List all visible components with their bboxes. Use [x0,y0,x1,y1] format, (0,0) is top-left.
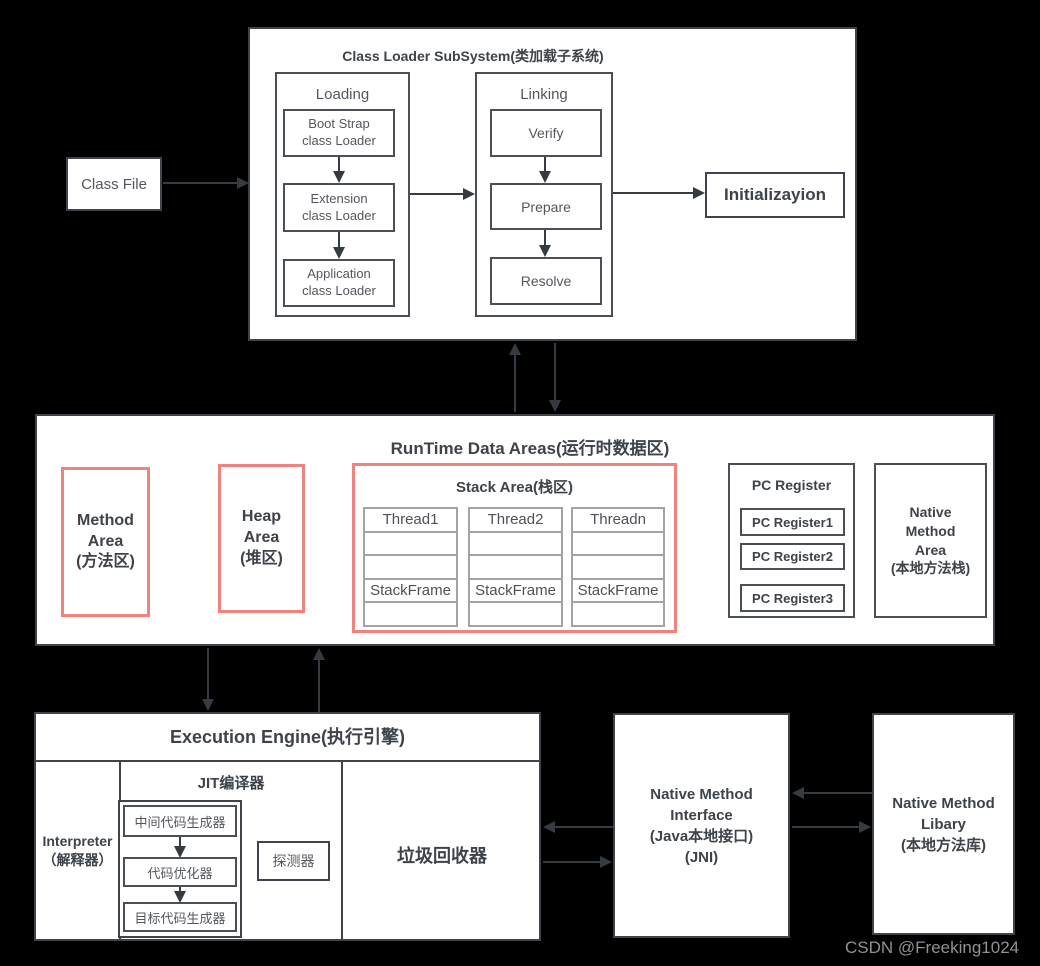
arrow-jit-stage1-to-stage2-head [174,846,186,858]
arrow-nmi-to-engine-head [543,821,555,833]
csdn-watermark: CSDN @Freeking1024 [845,938,1020,957]
arrow-linking-to-initialization-head [693,187,705,199]
extension-class-loader-box: Extension class Loader [283,183,395,232]
arrow-engine-to-runtime-line [318,658,320,712]
thread-stack-table-1: Thread1 StackFrame [363,507,458,627]
empty-cell [470,603,561,625]
jit-compiler-title: JIT编译器 [197,775,265,792]
garbage-collector-label: 垃圾回收器 [397,846,487,866]
heap-area-box: Heap Area (堆区) [218,464,305,613]
pc-register-1-box: PC Register1 [740,508,845,536]
thread-name-cell: Threadn [573,509,663,533]
interpreter-label: Interpreter （解释器） [42,833,113,868]
stackframe-cell: StackFrame [470,580,561,604]
empty-cell [365,603,456,625]
arrow-loading-to-linking-head [463,188,475,200]
arrow-verify-to-prepare-head [539,171,551,183]
arrow-nml-to-nmi-line [803,792,872,794]
jit-stage-intermediate-code-box: 中间代码生成器 [123,805,237,837]
arrow-classfile-to-subsystem-head [237,177,249,189]
arrow-runtime-to-engine-line [207,648,209,700]
empty-cell [365,556,456,580]
arrow-extension-to-application-head [333,247,345,259]
thread-stack-table-3: Threadn StackFrame [571,507,665,627]
empty-cell [573,556,663,580]
arrow-linking-to-initialization-line [613,192,694,194]
pc-register-3-box: PC Register3 [740,584,845,612]
arrow-subsystem-to-runtime-head [549,400,561,412]
resolve-box: Resolve [490,257,602,305]
arrow-engine-to-runtime-head [313,648,325,660]
arrow-loading-to-linking-line [410,193,464,195]
arrow-runtime-to-subsystem-head [509,343,521,355]
arrow-jit-stage2-to-stage3-line [179,887,181,892]
arrow-engine-to-nmi-line [543,861,601,863]
class-file-box: Class File [66,157,162,211]
arrow-subsystem-to-runtime-line [554,343,556,401]
native-method-interface-box: Native Method Interface (Java本地接口) (JNI) [613,713,790,938]
arrow-nml-to-nmi-head [792,787,804,799]
empty-cell [573,533,663,557]
stack-area-title: Stack Area(栈区) [456,479,573,496]
arrow-nmi-to-nml-head [859,821,871,833]
empty-cell [470,556,561,580]
empty-cell [365,533,456,557]
arrow-prepare-to-resolve-head [539,245,551,257]
arrow-prepare-to-resolve-line [544,230,546,246]
loading-group-title: Loading [315,86,370,103]
arrow-nmi-to-nml-line [792,826,860,828]
runtime-data-areas-title: RunTime Data Areas(运行时数据区) [390,439,670,458]
thread-name-cell: Thread1 [365,509,456,533]
thread-stack-table-2: Thread2 StackFrame [468,507,563,627]
arrow-bootstrap-to-extension-head [333,171,345,183]
native-method-area-box: Native Method Area (本地方法栈) [874,463,987,618]
arrow-engine-to-nmi-head [600,856,612,868]
empty-cell [573,603,663,625]
prepare-box: Prepare [490,183,602,230]
detector-box: 探测器 [257,841,330,881]
native-method-library-box: Native Method Libary (本地方法库) [872,713,1015,935]
stackframe-cell: StackFrame [365,580,456,604]
empty-cell [470,533,561,557]
arrow-extension-to-application-line [338,232,340,248]
arrow-jit-stage2-to-stage3-head [174,891,186,903]
pc-register-title: PC Register [751,477,832,493]
execution-engine-vertical-divider-2 [341,762,343,939]
bootstrap-class-loader-box: Boot Strap class Loader [283,109,395,157]
jit-stage-target-code-box: 目标代码生成器 [123,902,237,932]
verify-box: Verify [490,109,602,157]
arrow-classfile-to-subsystem-line [163,182,239,184]
pc-register-2-box: PC Register2 [740,543,845,570]
stackframe-cell: StackFrame [573,580,663,604]
application-class-loader-box: Application class Loader [283,259,395,307]
method-area-box: Method Area (方法区) [61,467,150,617]
arrow-bootstrap-to-extension-line [338,157,340,173]
arrow-runtime-to-engine-head [202,699,214,711]
arrow-jit-stage1-to-stage2-line [179,837,181,847]
execution-engine-title: Execution Engine(执行引擎) [169,727,405,747]
linking-group-title: Linking [520,86,568,103]
initialization-box: Initializayion [705,172,845,218]
jit-stage-code-optimizer-box: 代码优化器 [123,857,237,887]
arrow-nmi-to-engine-line [554,826,613,828]
arrow-verify-to-prepare-line [544,157,546,173]
class-loader-subsystem-title: Class Loader SubSystem(类加载子系统) [342,48,604,64]
execution-engine-header-divider [36,760,539,762]
thread-name-cell: Thread2 [470,509,561,533]
arrow-runtime-to-subsystem-line [514,353,516,412]
